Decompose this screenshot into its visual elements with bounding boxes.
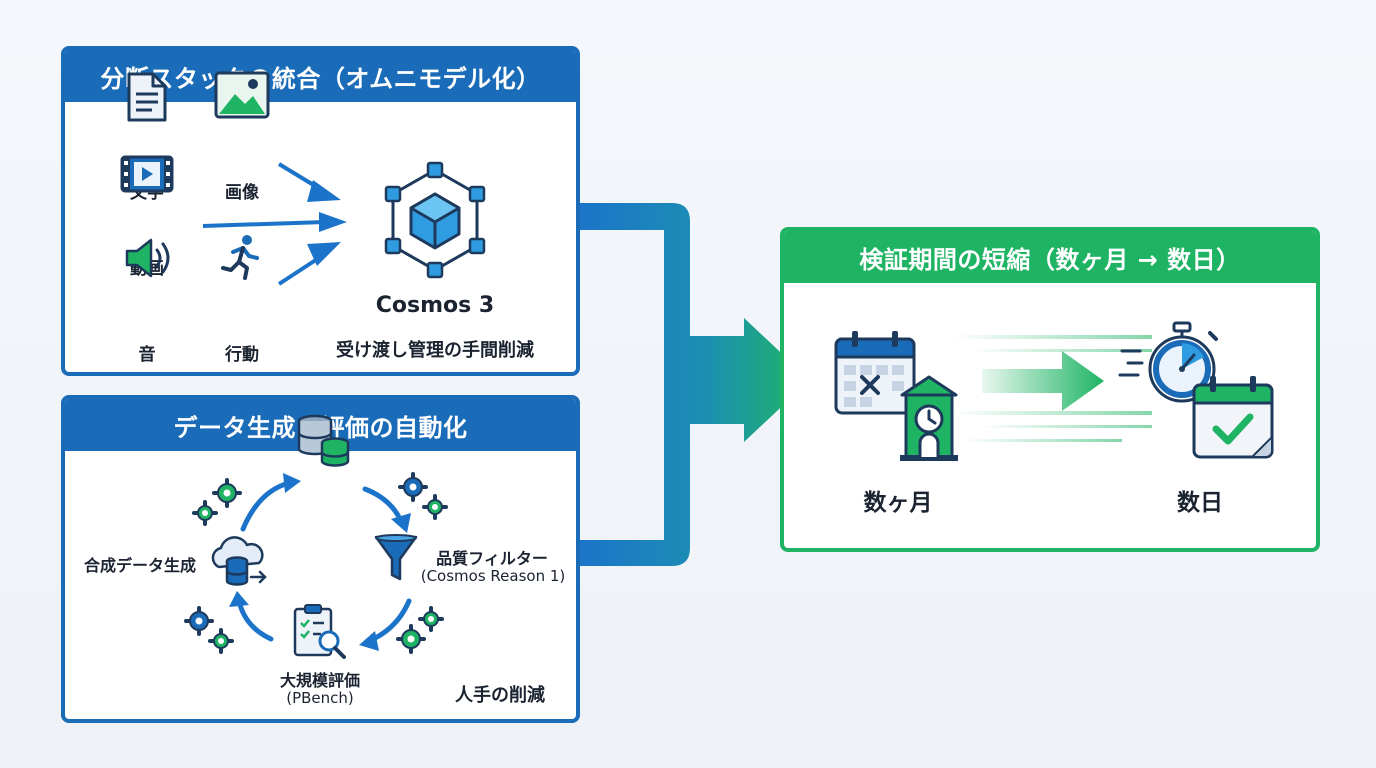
result-panel-title: 検証期間の短縮（数ヶ月 → 数日） <box>784 231 1316 283</box>
speed-arrow <box>952 335 1152 442</box>
gear-icon <box>396 606 444 654</box>
cloud-database-icon <box>211 536 267 586</box>
speaker-icon <box>125 238 170 278</box>
before-duration-label: 数ヶ月 <box>863 490 933 516</box>
after-duration-label: 数日 <box>1177 490 1223 516</box>
omni-model-panel: 分断スタックの統合（オムニモデル化） 文字 画像 動画 音 <box>61 46 580 376</box>
omni-caption: 受け渡し管理の手間削減 <box>336 340 534 361</box>
step-synthetic-data: 合成データ生成 <box>83 556 196 575</box>
funnel-icon <box>374 534 418 581</box>
input-arrows <box>202 162 347 286</box>
image-icon <box>214 71 270 119</box>
step-quality-filter-model: (Cosmos Reason 1) <box>420 567 566 585</box>
merge-connector <box>578 203 810 566</box>
automation-panel: データ生成・評価の自動化 合成データ生成 品質フィルター (Cosmos Rea… <box>61 395 580 723</box>
step-large-scale-eval: 大規模評価 <box>279 671 360 690</box>
input-label-image: 画像 <box>225 183 259 203</box>
gear-icon <box>192 478 242 526</box>
model-name: Cosmos 3 <box>375 293 495 318</box>
gear-icon <box>184 606 234 654</box>
gear-icon <box>398 472 448 520</box>
verification-period-panel: 検証期間の短縮（数ヶ月 → 数日） <box>780 227 1320 552</box>
input-label-audio: 音 <box>138 345 156 365</box>
running-person-icon <box>221 235 259 280</box>
input-label-action: 行動 <box>225 345 259 365</box>
clock-tower-icon <box>900 375 958 461</box>
step-large-scale-eval-tool: (PBench) <box>286 689 354 707</box>
cosmos-cube-icon <box>384 161 486 279</box>
step-quality-filter: 品質フィルター <box>436 549 548 568</box>
automation-caption: 人手の削減 <box>455 685 545 706</box>
video-icon <box>120 155 174 193</box>
cycle-arrows <box>229 473 412 651</box>
clipboard-search-icon <box>293 604 346 659</box>
calendar-check-icon <box>1192 376 1274 459</box>
database-icon <box>297 414 350 467</box>
calendar-cancel-icon <box>834 331 916 415</box>
document-icon <box>127 72 167 122</box>
